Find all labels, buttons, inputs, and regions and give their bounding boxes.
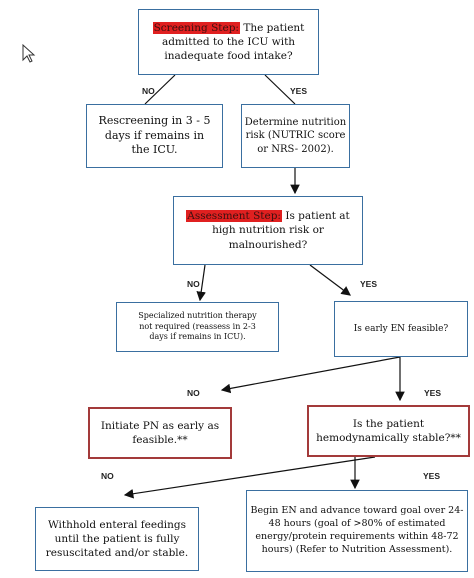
no-label-4: NO [101, 471, 114, 481]
begin-en-line1: Begin EN and advance toward goal over 24… [250, 505, 464, 517]
withhold-line1: Withhold enteral feedings [47, 518, 187, 531]
connector-screening-no [144, 74, 176, 105]
connector-early-en-no [220, 356, 401, 394]
yes-label-3: YES [424, 388, 442, 398]
rescreen-line1: Rescreening in 3 - 5 [98, 113, 211, 127]
screening-line1: The patient [243, 21, 305, 34]
hemo-line1: Is the patient [352, 417, 425, 430]
begin-en-line2: 48 hours (goal of >80% of estimated [268, 518, 446, 530]
specialized-line3: days if remains in ICU). [149, 332, 246, 342]
withhold-line2: until the patient is fully [54, 532, 180, 545]
assessment-line3: malnourished? [228, 238, 308, 251]
specialized-line1: Specialized nutrition therapy [138, 310, 257, 320]
screening-step-tag: Screening Step: [152, 21, 240, 34]
initiate-pn-line1: Initiate PN as early as [100, 419, 220, 432]
assessment-step-box: Assessment Step: Is patient at high nutr… [173, 196, 363, 265]
connector-hemo-no [123, 456, 376, 499]
no-label-1: NO [142, 86, 155, 96]
connector-assessment-yes [309, 264, 351, 296]
rescreen-line3: the ICU. [131, 143, 178, 157]
specialized-line2: not required (reassess in 2-3 [139, 321, 256, 331]
yes-label-4: YES [423, 471, 441, 481]
determine-risk-box: Determine nutrition risk (NUTRIC score o… [241, 104, 350, 168]
mouse-pointer-icon [22, 44, 36, 63]
withhold-feedings-box: Withhold enteral feedings until the pati… [35, 507, 199, 571]
screening-line2: admitted to the ICU with [161, 35, 296, 48]
begin-en-box: Begin EN and advance toward goal over 24… [246, 490, 468, 572]
determine-line1: Determine nutrition [244, 116, 347, 128]
rescreening-box: Rescreening in 3 - 5 days if remains in … [86, 104, 223, 168]
connector-screening-yes [264, 74, 296, 105]
early-en-box: Is early EN feasible? [334, 301, 468, 357]
begin-en-line4: hours) (Refer to Nutrition Assessment). [261, 543, 453, 555]
screening-step-box: Screening Step: The patient admitted to … [138, 9, 319, 75]
yes-label-2: YES [360, 279, 378, 289]
determine-line2: risk (NUTRIC score [245, 130, 346, 142]
yes-label-1: YES [290, 86, 308, 96]
initiate-pn-box: Initiate PN as early as feasible.** [88, 407, 232, 459]
assessment-line1: Is patient at [285, 210, 350, 223]
assessment-line2: high nutrition risk or [212, 224, 324, 237]
hemo-line2: hemodynamically stable?** [316, 432, 461, 444]
withhold-line3: resuscitated and/or stable. [45, 547, 189, 560]
hemodynamic-stable-box: Is the patient hemodynamically stable?** [307, 405, 470, 457]
assessment-step-tag: Assessment Step: [186, 210, 282, 223]
connector-assessment-no [196, 264, 206, 302]
early-en-text: Is early EN feasible? [353, 323, 449, 334]
no-label-3: NO [187, 388, 200, 398]
rescreen-line2: days if remains in [104, 128, 205, 142]
initiate-pn-line2: feasible.** [132, 434, 188, 446]
begin-en-line3: energy/protein requirements within 48-72 [255, 531, 459, 542]
determine-line3: or NRS- 2002). [257, 143, 334, 155]
no-label-2: NO [187, 279, 200, 289]
screening-line3: inadequate food intake? [164, 50, 293, 63]
specialized-therapy-box: Specialized nutrition therapy not requir… [116, 302, 279, 352]
